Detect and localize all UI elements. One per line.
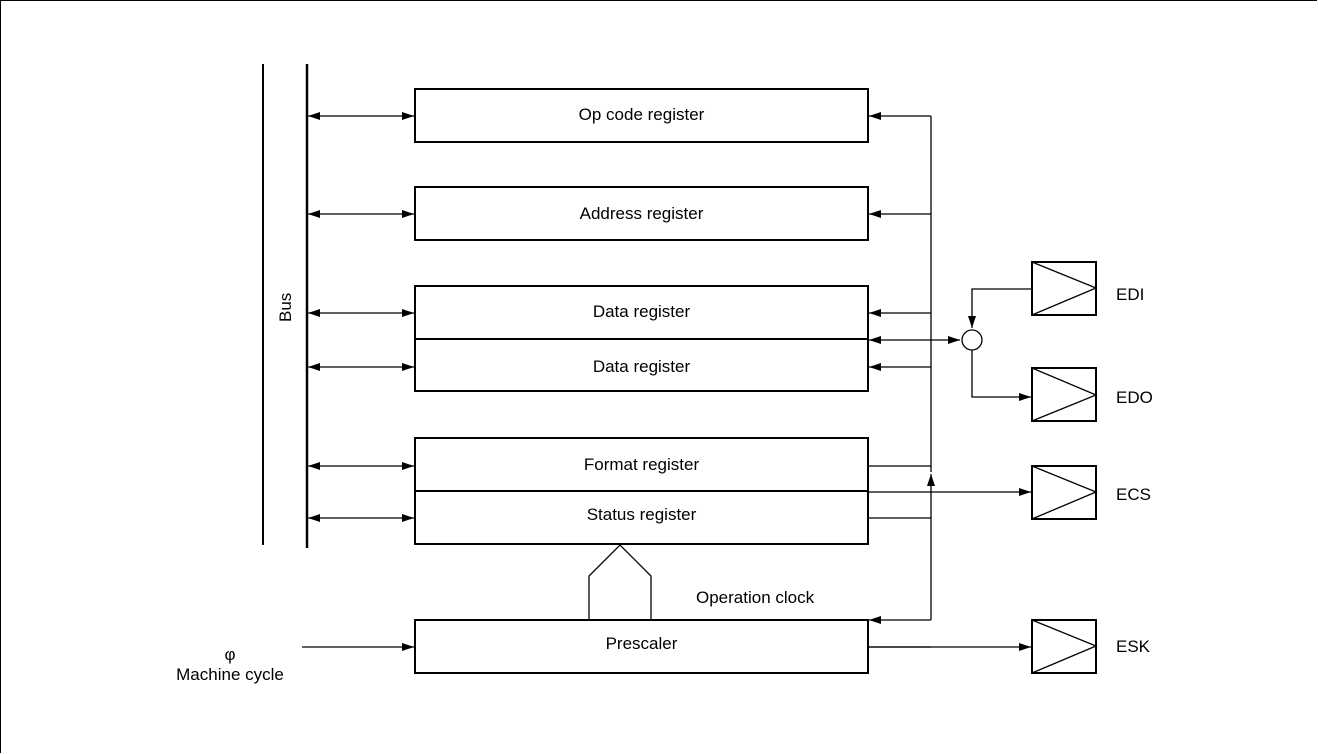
opcode-register-label: Op code register bbox=[578, 105, 705, 124]
edi-pin-label: EDI bbox=[1116, 285, 1145, 304]
machine-cycle-label: Machine cycle bbox=[176, 665, 284, 684]
ecs-buffer bbox=[1031, 465, 1098, 520]
status-register-label: Status register bbox=[586, 505, 697, 524]
address-register-label: Address register bbox=[579, 204, 704, 223]
prescaler-label: Prescaler bbox=[605, 634, 678, 653]
operation-clock-label: Operation clock bbox=[696, 588, 815, 607]
prescaler-to-status-arrow bbox=[588, 544, 652, 620]
esk-buffer bbox=[1031, 619, 1098, 674]
data-register-1-label: Data register bbox=[592, 302, 691, 321]
io-junction-circle bbox=[961, 329, 983, 351]
edo-pin-label: EDO bbox=[1116, 388, 1153, 407]
esk-pin-label: ESK bbox=[1116, 637, 1151, 656]
address-register-box bbox=[414, 186, 869, 241]
format-register-label: Format register bbox=[583, 455, 700, 474]
edi-input-line bbox=[968, 288, 1032, 328]
edi-buffer bbox=[1031, 261, 1098, 316]
opcode-register-box bbox=[414, 88, 869, 143]
ecs-pin-label: ECS bbox=[1116, 485, 1151, 504]
edo-buffer bbox=[1031, 367, 1098, 422]
phi-symbol: φ bbox=[224, 645, 236, 664]
bus-label: Bus bbox=[276, 292, 295, 322]
edo-output-line bbox=[971, 350, 1031, 401]
data-register-2-label: Data register bbox=[592, 357, 691, 376]
